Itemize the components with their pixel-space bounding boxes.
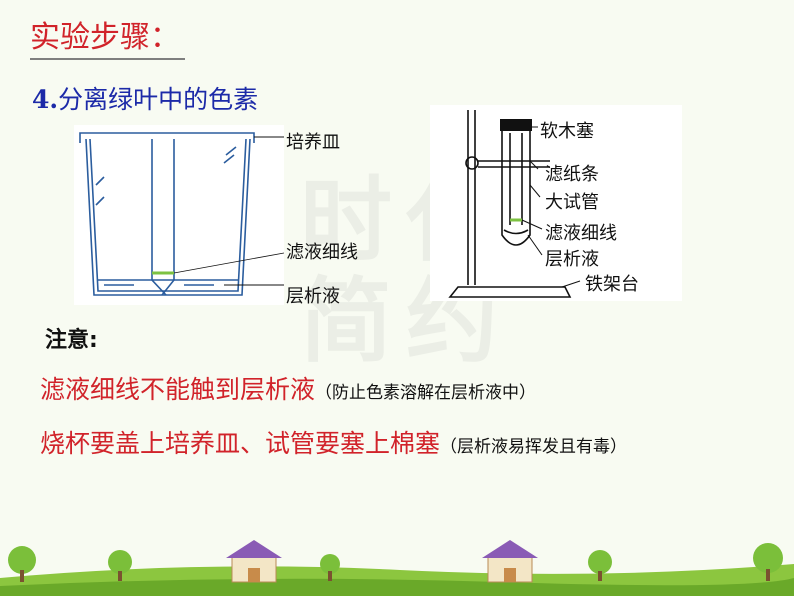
- tree-icon: [8, 546, 36, 582]
- note-item-2: 烧杯要盖上培养皿、试管要塞上棉塞（层析液易挥发且有毒）: [40, 424, 627, 460]
- note-item-1: 滤液细线不能触到层析液（防止色素溶解在层析液中）: [40, 370, 536, 406]
- label-iron-stand: 铁架台: [585, 274, 639, 295]
- footer-scenery: [0, 540, 794, 596]
- title-underline: [30, 58, 185, 60]
- tree-icon: [320, 554, 340, 581]
- section-subtitle: 4.分离绿叶中的色素: [32, 80, 258, 116]
- label-chromatography-liquid: 层析液: [286, 286, 340, 307]
- notes-heading: 注意:: [45, 328, 98, 353]
- subtitle-text: 分离绿叶中的色素: [58, 85, 259, 114]
- page-title: 实验步骤：: [30, 20, 180, 55]
- beaker-diagram: [74, 125, 285, 305]
- note-1-main: 滤液细线不能触到层析液: [40, 375, 316, 404]
- test-tube-diagram: [430, 105, 682, 301]
- label-culture-dish: 培养皿: [286, 132, 340, 153]
- note-2-paren: （层析液易挥发且有毒）: [440, 437, 628, 457]
- label-sample-line: 滤液细线: [286, 242, 358, 263]
- label-tube-sample-line: 滤液细线: [545, 223, 617, 244]
- house-icon: [482, 540, 538, 583]
- subtitle-number: 4.: [32, 85, 59, 114]
- label-tube-liquid: 层析液: [545, 249, 599, 270]
- tree-icon: [588, 550, 612, 581]
- tree-icon: [108, 550, 132, 581]
- label-cork: 软木塞: [540, 121, 594, 142]
- note-1-paren: （防止色素溶解在层析液中）: [315, 383, 537, 403]
- house-icon: [226, 540, 282, 583]
- note-2-main: 烧杯要盖上培养皿、试管要塞上棉塞: [40, 429, 441, 458]
- beaker-drawing: [79, 132, 285, 296]
- test-tube-drawing: [448, 110, 581, 298]
- label-large-tube: 大试管: [545, 192, 599, 213]
- tree-icon: [753, 543, 783, 581]
- label-filter-strip: 滤纸条: [545, 164, 599, 185]
- cork-stopper: [500, 119, 532, 131]
